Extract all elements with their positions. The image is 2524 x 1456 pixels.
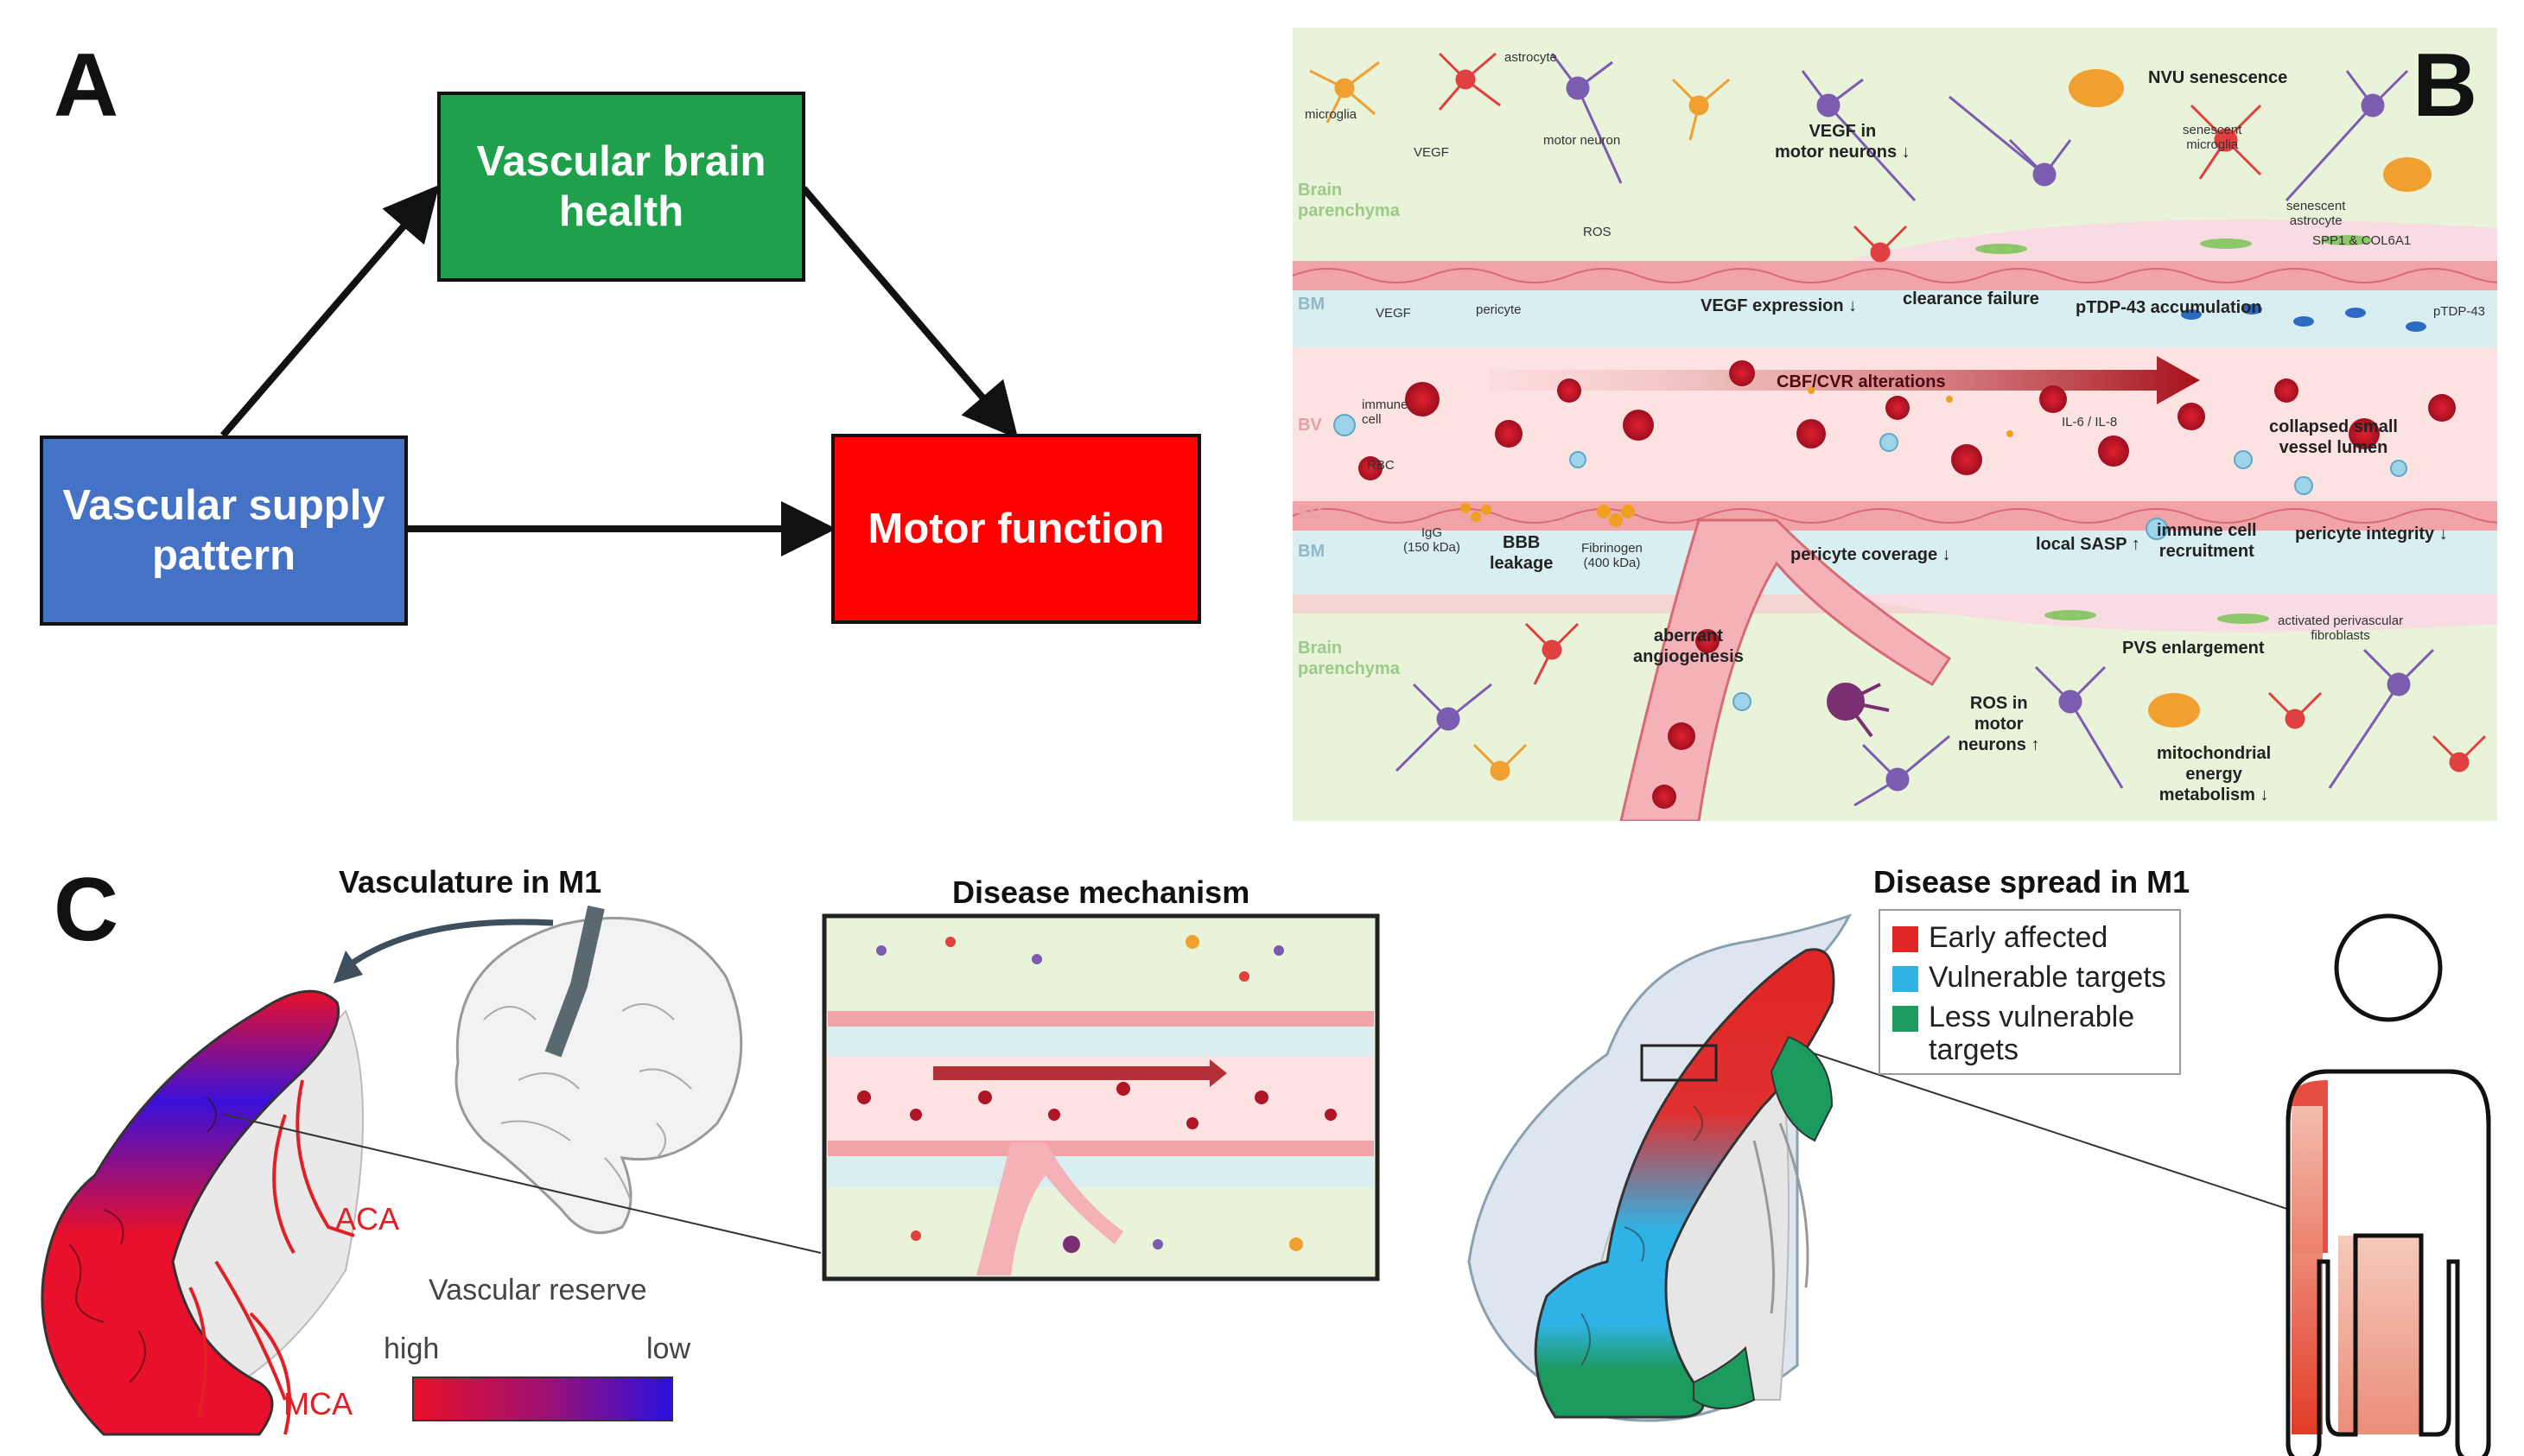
vasculature-title: Vasculature in M1 [339, 864, 602, 900]
label-ptdp43: pTDP-43 [2433, 304, 2486, 319]
label-pvs-enlargement: PVS enlargement [2122, 639, 2265, 658]
disease-mechanism-title: Disease mechanism [952, 874, 1250, 910]
mechanism-thumbnail [822, 913, 1380, 1281]
label-ptdp43-accumulation: pTDP-43 accumulation [2076, 298, 2262, 317]
label-mitochondrial: mitochondrial energy metabolism ↓ [2157, 744, 2272, 804]
m1-vascular-strip [41, 989, 340, 1436]
vascular-reserve-bar [412, 1377, 673, 1421]
label-spp1: SPP1 & COL6A1 [2312, 233, 2412, 248]
label-clearance-failure: clearance failure [1903, 289, 2039, 308]
label-pericyte: pericyte [1476, 302, 1522, 317]
arrow-health-to-motor [800, 186, 1019, 440]
spread-legend: Early affected Vulnerable targets Less v… [1879, 909, 2181, 1075]
label-immune-cell: immune cell [1362, 397, 1408, 427]
label-vegf-bm: VEGF [1376, 306, 1411, 321]
label-ros-motor-neurons: ROS in motor neurons ↑ [1958, 694, 2040, 754]
spread-m1-strip [1534, 948, 1835, 1419]
label-activated-fibroblasts: activated perivascular fibroblasts [2278, 614, 2404, 643]
label-fibrinogen: Fibrinogen (400 kDa) [1581, 541, 1643, 570]
arrow-brain-to-m1 [343, 919, 554, 970]
label-senescent-microglia: senescent microglia [2183, 123, 2242, 152]
label-pericyte-coverage: pericyte coverage ↓ [1790, 545, 1951, 564]
mca-label: MCA [283, 1386, 353, 1421]
panel-c-drawings [41, 905, 2491, 1456]
legend-label-early: Early affected [1929, 921, 2108, 954]
label-vegf-motor-neurons: VEGF in motor neurons ↓ [1775, 122, 1910, 162]
label-ec: EC [1298, 504, 1322, 523]
label-bv: BV [1298, 416, 1322, 435]
label-vegf-expression: VEGF expression ↓ [1701, 296, 1858, 315]
legend-swatch-vulnerable [1892, 966, 1918, 992]
label-brain-parenchyma-bottom: Brain parenchyma [1298, 639, 1400, 678]
label-vegf-top: VEGF [1414, 145, 1449, 160]
vascular-brain-health-label: Vascular brain health [476, 138, 766, 235]
arrow-supply-to-health [219, 184, 440, 438]
label-microglia: microglia [1305, 107, 1357, 122]
label-brain-parenchyma-top: Brain parenchyma [1298, 181, 1400, 220]
label-senescent-astrocyte: senescent astrocyte [2286, 199, 2346, 228]
label-astrocyte: astrocyte [1504, 50, 1557, 65]
vascular-supply-label: Vascular supply pattern [62, 482, 385, 579]
vascular-brain-health-box: Vascular brain health [437, 92, 805, 282]
label-nvu-senescence: NVU senescence [2148, 68, 2288, 87]
neurovascular-unit-drawing [1293, 28, 2497, 821]
panel-a-arrows [219, 184, 1019, 556]
aca-label: ACA [335, 1201, 400, 1237]
panel-c-letter: C [54, 860, 119, 960]
label-bm-bottom: BM [1298, 542, 1326, 561]
label-ros: ROS [1583, 225, 1612, 239]
panel-b-illustration: microglia astrocyte VEGF motor neuron RO… [1293, 28, 2497, 821]
label-igg: IgG (150 kDa) [1403, 525, 1460, 555]
vascular-reserve-title: Vascular reserve [429, 1274, 647, 1307]
legend-label-less-vulnerable: Less vulnerable targets [1929, 1001, 2135, 1066]
legend-swatch-early [1892, 926, 1918, 952]
motor-function-label: Motor function [868, 505, 1165, 552]
legend-swatch-less-vulnerable [1892, 1006, 1918, 1032]
panel-a-letter: A [54, 35, 119, 136]
panel-b-letter: B [2413, 35, 2478, 136]
vascular-reserve-low: low [646, 1332, 691, 1365]
label-local-sasp: local SASP ↑ [2036, 535, 2140, 554]
motor-function-box: Motor function [831, 434, 1201, 624]
label-bm-top: BM [1298, 295, 1326, 314]
label-motor-neuron: motor neuron [1543, 133, 1621, 148]
label-immune-recruitment: immune cell recruitment [2157, 521, 2257, 561]
label-cbf-cvr: CBF/CVR alterations [1777, 372, 1946, 391]
legend-label-vulnerable: Vulnerable targets [1929, 961, 2166, 994]
label-collapsed-lumen: collapsed small vessel lumen [2269, 417, 2398, 457]
label-pericyte-integrity: pericyte integrity ↓ [2295, 525, 2448, 544]
brain-illustration [455, 905, 743, 1235]
disease-spread-title: Disease spread in M1 [1873, 864, 2190, 900]
vascular-reserve-high: high [384, 1332, 440, 1365]
vascular-supply-box: Vascular supply pattern [40, 436, 408, 626]
label-il6-il8: IL-6 / IL-8 [2062, 415, 2118, 429]
label-aberrant-angiogenesis: aberrant angiogenesis [1633, 626, 1744, 666]
label-rbc: RBC [1367, 458, 1395, 473]
label-bbb-leakage: BBB leakage [1490, 533, 1554, 573]
